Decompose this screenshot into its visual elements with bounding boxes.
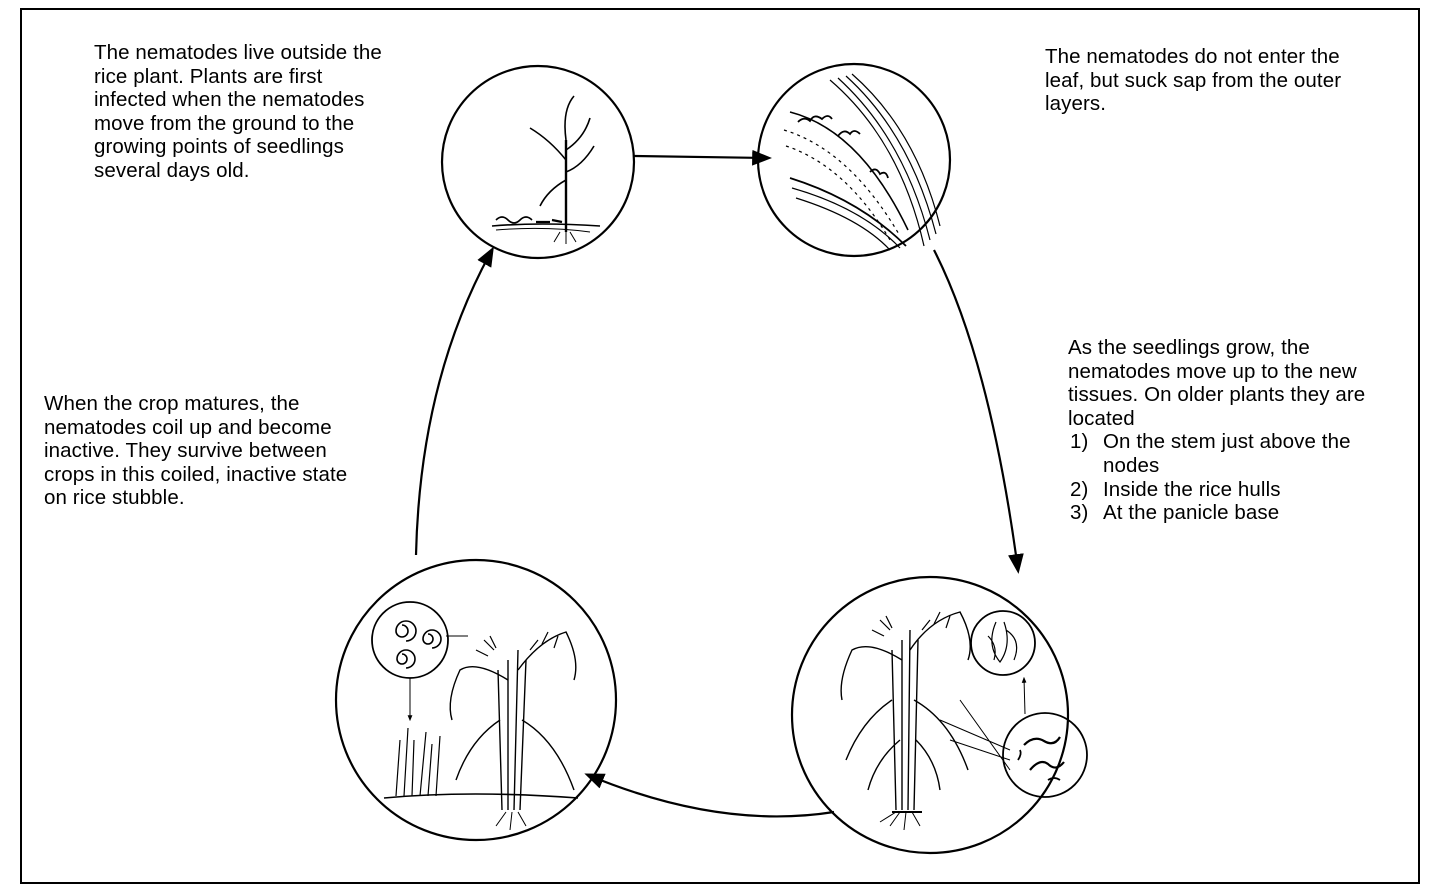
arrow-stubble-to-seedling	[416, 250, 492, 555]
arrow-seedling-to-leaf	[634, 156, 768, 158]
arrow-leaf-to-plant	[934, 250, 1018, 570]
cycle-arrows	[416, 156, 1018, 816]
coiled-nematode-icon	[336, 560, 616, 840]
rice-plant-icon	[792, 577, 1087, 853]
seedling-icon	[442, 66, 634, 258]
arrow-plant-to-stubble	[588, 775, 834, 816]
leaf-closeup-icon	[758, 64, 950, 256]
